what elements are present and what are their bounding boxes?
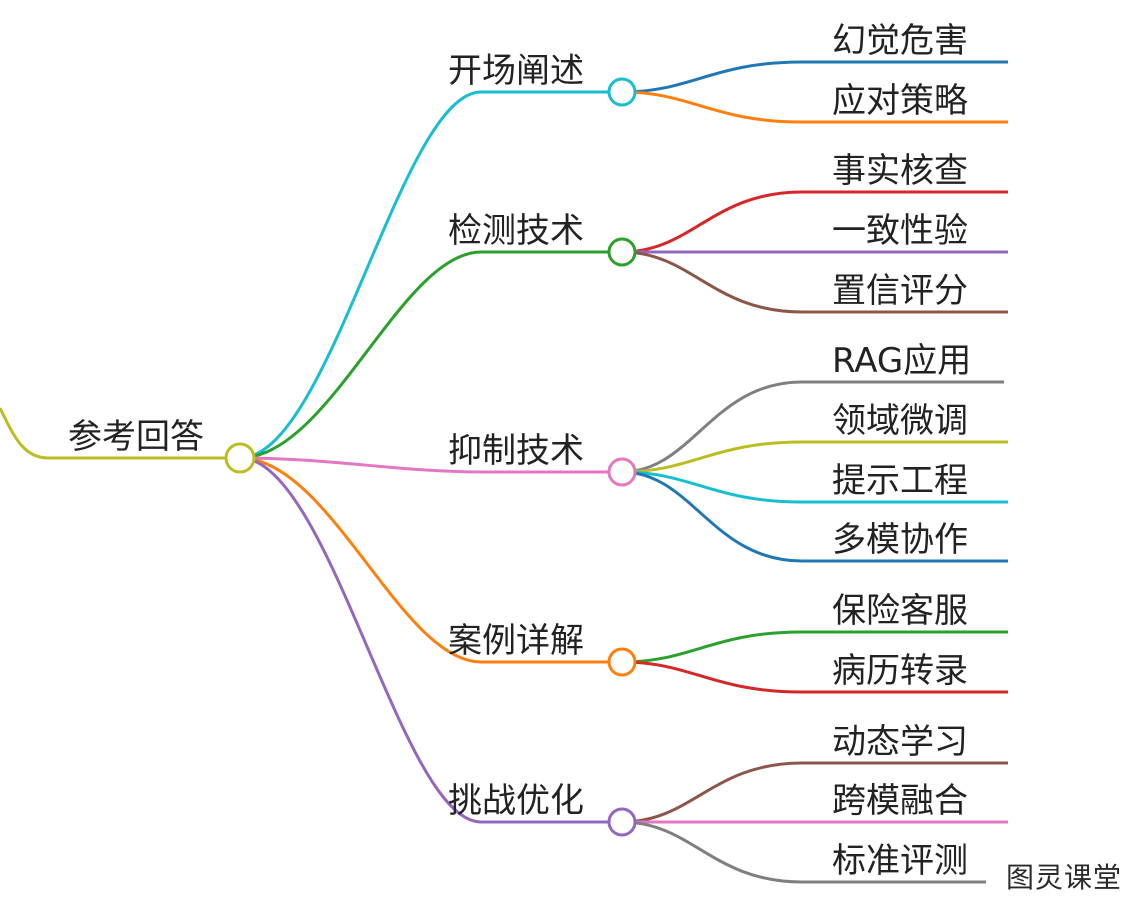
root-label: 参考回答 (68, 417, 204, 457)
leaf-label: 事实核查 (832, 151, 968, 191)
branch-edge (239, 250, 608, 460)
leaf-label: 领域微调 (832, 401, 968, 441)
leaf-edge (621, 60, 1008, 94)
branch-node[interactable] (607, 647, 637, 677)
branch-label: 挑战优化 (448, 781, 584, 821)
watermark-text: 图灵课堂 (1005, 861, 1122, 894)
leaf-label: 标准评测 (832, 841, 968, 881)
leaf-edge (621, 470, 1008, 563)
leaf-label: 幻觉危害 (832, 21, 968, 61)
leaf-edge (621, 440, 1008, 474)
branch-edge (239, 456, 608, 664)
leaf-edge (621, 820, 986, 884)
branch-node[interactable] (607, 237, 637, 267)
leaf-label: 应对策略 (832, 81, 968, 121)
branch-label: 开场阐述 (448, 51, 584, 91)
branch-label: 检测技术 (448, 211, 584, 251)
leaf-edge (621, 470, 1008, 504)
leaf-edge (621, 380, 1004, 474)
branch-label: 案例详解 (448, 621, 584, 661)
leaf-label: 保险客服 (832, 591, 968, 631)
root-node[interactable] (224, 442, 256, 474)
leaf-label: 动态学习 (832, 722, 968, 762)
leaf-label: 多模协作 (832, 520, 968, 560)
root-underline (0, 407, 226, 460)
branch-edge (239, 90, 608, 460)
leaf-label: 提示工程 (832, 461, 968, 501)
leaf-label: 病历转录 (832, 651, 968, 691)
leaf-edge (621, 761, 1008, 824)
leaf-label: RAG应用 (832, 341, 971, 381)
branch-label: 抑制技术 (448, 431, 584, 471)
leaf-edge (621, 90, 1008, 124)
branch-node[interactable] (607, 807, 637, 837)
leaf-edge (621, 630, 1008, 664)
branch-edge (239, 456, 608, 824)
branch-edge (239, 456, 608, 474)
leaf-edge (621, 190, 1008, 254)
leaf-label: 一致性验 (832, 211, 968, 251)
leaf-edge (621, 660, 1008, 694)
leaf-label: 跨模融合 (832, 781, 968, 821)
branch-node[interactable] (607, 457, 637, 487)
branch-node[interactable] (607, 77, 637, 107)
leaf-edge (621, 250, 1008, 314)
leaf-label: 置信评分 (832, 271, 968, 311)
